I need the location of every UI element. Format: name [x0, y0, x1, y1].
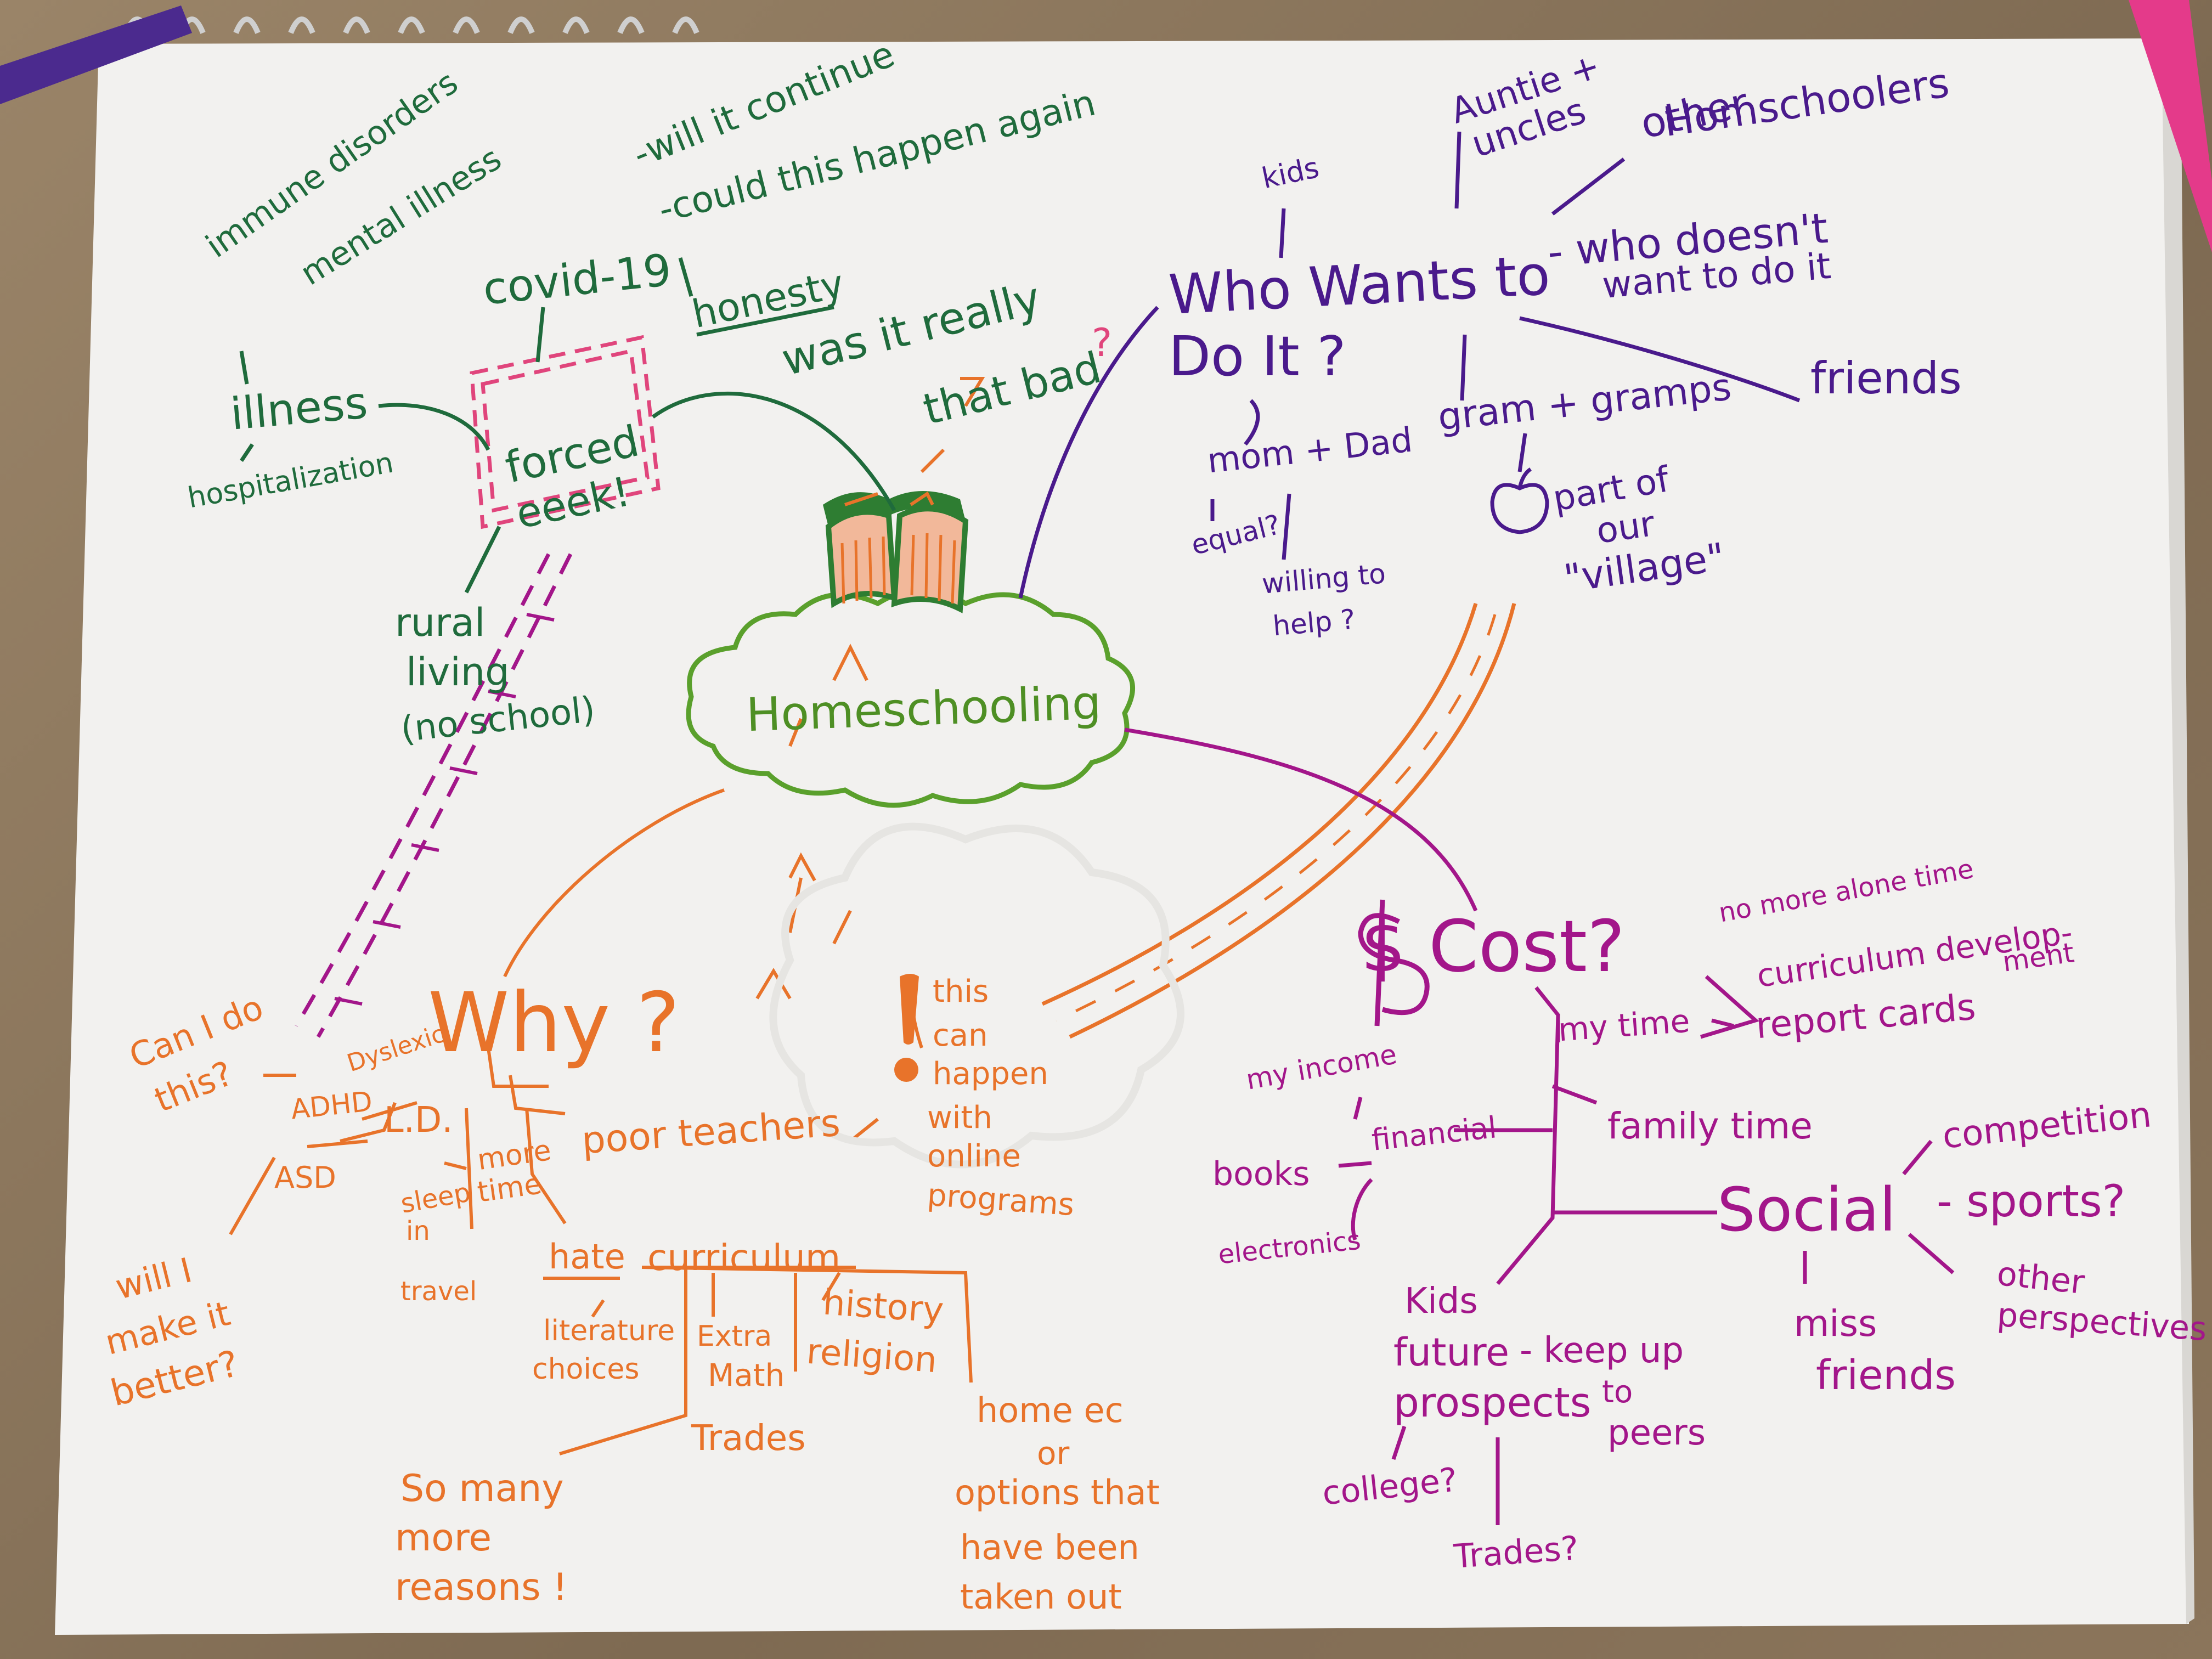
- miss-label: miss: [1794, 1302, 1877, 1345]
- dollar-sign: [1358, 899, 1430, 1026]
- social-label: Social: [1717, 1175, 1897, 1245]
- sports-label: - sports?: [1937, 1176, 2126, 1227]
- apple-doodle: [1490, 467, 1549, 534]
- trades-magenta-label: Trades?: [1452, 1529, 1580, 1576]
- hate-label: hate: [549, 1237, 625, 1277]
- in-label: in: [406, 1216, 430, 1246]
- books-label: books: [1212, 1155, 1310, 1193]
- homeschooling-cloud: [686, 587, 1135, 808]
- do-it-label: Do It ?: [1169, 324, 1346, 388]
- living-label: living: [406, 650, 510, 695]
- online-can-label: can: [933, 1018, 988, 1053]
- have-been-label: have been: [960, 1527, 1139, 1567]
- our-label: our: [1594, 503, 1657, 552]
- cost-label: $ Cost?: [1361, 905, 1626, 988]
- taken-out-label: taken out: [960, 1577, 1122, 1617]
- time-label: time: [475, 1167, 544, 1209]
- literature-label: literature: [543, 1314, 675, 1347]
- pink-road: [294, 553, 573, 1038]
- asd-label: ASD: [274, 1160, 336, 1195]
- online-online-label: online: [927, 1138, 1021, 1174]
- choices-label: choices: [532, 1353, 640, 1386]
- adhd-label: ADHD: [289, 1085, 374, 1126]
- purple-connectors: [1018, 131, 1801, 599]
- that-bad-question-mark: ?: [1092, 320, 1113, 365]
- pink-marker: [2129, 0, 2212, 252]
- green-connectors: [239, 257, 896, 594]
- miss-friends-label: friends: [1816, 1352, 1956, 1399]
- extra-label: Extra: [697, 1320, 772, 1353]
- keep-to-label: to: [1602, 1374, 1633, 1410]
- future-label: future: [1393, 1330, 1510, 1375]
- rural-label: rural: [395, 600, 486, 645]
- orange-connectors: [229, 377, 985, 1455]
- family-time-label: family time: [1607, 1105, 1813, 1147]
- prospects-label: prospects: [1393, 1379, 1592, 1426]
- forced-box: [470, 335, 661, 529]
- ld-label: L.D.: [384, 1100, 453, 1141]
- help-label: help ?: [1271, 603, 1357, 642]
- illness-label: illness: [228, 377, 370, 440]
- my-time-label: my time: [1556, 1002, 1691, 1049]
- exclamation-mark: [894, 974, 919, 1082]
- online-happen-label: happen: [933, 1056, 1048, 1092]
- reasons-label: reasons !: [395, 1566, 568, 1609]
- peers-label: peers: [1607, 1413, 1706, 1453]
- paper-shadow-edge: [2162, 44, 2194, 1624]
- options-that-label: options that: [955, 1472, 1160, 1513]
- more-reasons-label: more: [395, 1516, 492, 1560]
- orange-road: [1041, 602, 1516, 1039]
- curriculum-label: curriculum: [647, 1237, 841, 1279]
- online-with-label: with: [927, 1100, 992, 1136]
- center-label: Homeschooling: [745, 675, 1102, 742]
- history-label: history: [821, 1282, 945, 1331]
- or-label: or: [1037, 1435, 1070, 1472]
- math-label: Math: [708, 1358, 785, 1393]
- keep-up-label: - keep up: [1520, 1330, 1684, 1371]
- spiral-binding: [123, 16, 699, 34]
- online-this-label: this: [933, 974, 989, 1009]
- why-label: Why ?: [428, 975, 680, 1071]
- purple-marker: [0, 5, 192, 104]
- paper-sheet: [55, 38, 2189, 1635]
- home-ec-label: home ec: [977, 1390, 1124, 1430]
- other-perspectives-other-label: other: [1995, 1254, 2087, 1302]
- friends-label: friends: [1810, 353, 1962, 404]
- kids-future-kids-label: Kids: [1404, 1281, 1478, 1322]
- religion-label: religion: [805, 1331, 939, 1381]
- magenta-connectors: [1124, 727, 1955, 1525]
- embossed-cloud: [769, 822, 1184, 1169]
- travel-label: travel: [400, 1276, 477, 1307]
- honesty-underline: [696, 305, 834, 337]
- trades-orange-label: Trades: [691, 1418, 806, 1459]
- so-many-label: So many: [400, 1467, 564, 1510]
